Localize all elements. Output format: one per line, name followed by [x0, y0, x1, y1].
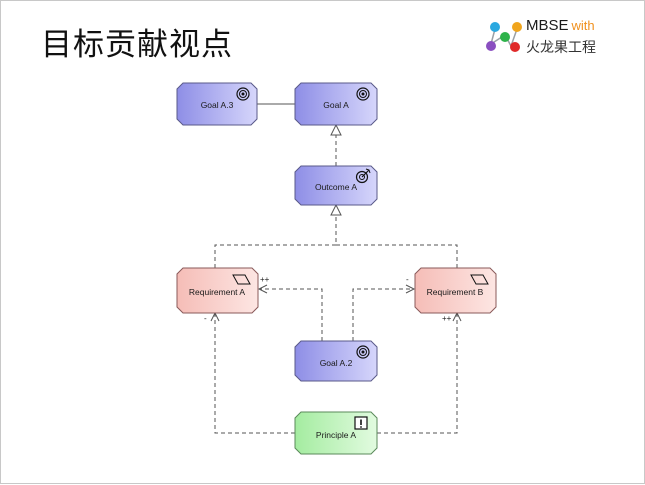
node-outcome-a[interactable]: Outcome A: [294, 165, 378, 206]
goal-icon: [356, 87, 370, 101]
node-goal-a3[interactable]: Goal A.3: [176, 82, 258, 126]
influence-line-goal-req-a: [259, 288, 323, 341]
influence-line-goal-req-b: [352, 288, 414, 341]
node-label: Requirement B: [427, 287, 484, 297]
brand-with: with: [571, 18, 595, 33]
page-title: 目标贡献视点: [41, 27, 233, 63]
influence-arrowhead: [257, 284, 268, 294]
requirement-icon: [470, 274, 489, 285]
node-label: Goal A: [323, 100, 349, 110]
multiplicity-label: ++: [442, 314, 452, 323]
influence-line-principle-req-b: [377, 313, 458, 434]
node-requirement-b[interactable]: Requirement B: [414, 267, 497, 314]
goal-icon: [356, 345, 370, 359]
multiplicity-label: -: [406, 275, 409, 284]
requirement-icon: [232, 274, 251, 285]
node-principle-a[interactable]: Principle A: [294, 411, 378, 455]
node-label: Goal A.3: [201, 100, 234, 110]
realization-arrowhead: [330, 123, 342, 136]
outcome-icon: [355, 168, 371, 184]
influence-arrowhead: [405, 284, 416, 294]
influence-line-principle-req-a: [214, 313, 295, 434]
node-label: Outcome A: [315, 182, 357, 192]
node-label: Principle A: [316, 430, 356, 440]
brand-cn: 火龙果工程: [526, 40, 596, 56]
realization-arrowhead: [330, 203, 342, 216]
node-label: Requirement A: [189, 287, 246, 297]
node-label: Goal A.2: [320, 358, 353, 368]
mbse-logo-icon: [486, 22, 522, 52]
realization-line-req-a: [214, 215, 337, 268]
brand-mbse: MBSE: [526, 17, 569, 34]
multiplicity-label: -: [204, 314, 207, 323]
multiplicity-label: ++: [260, 275, 270, 284]
principle-icon: [354, 416, 368, 430]
node-goal-a[interactable]: Goal A: [294, 82, 378, 126]
node-requirement-a[interactable]: Requirement A: [176, 267, 259, 314]
realization-line-req-b: [336, 244, 458, 268]
goal-icon: [236, 87, 250, 101]
node-goal-a2[interactable]: Goal A.2: [294, 340, 378, 382]
